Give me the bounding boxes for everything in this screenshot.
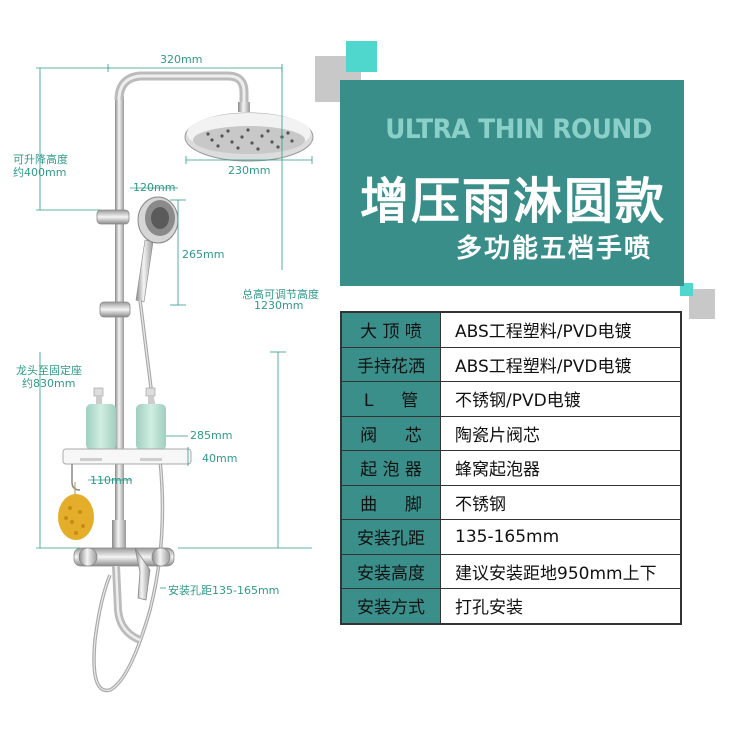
corner-square-cyan-top [346,41,377,72]
total-height-label: 总高可调节高度 [242,288,319,301]
spec-row: 安装方式打孔安装 [340,588,682,624]
install-distance-dimension: 安装孔距135-165mm [168,584,280,597]
head-arm-dimension: 320mm [160,53,203,66]
upper-slider [96,209,130,225]
total-height-value: 1230mm [254,299,304,312]
spec-value: 建议安装距地950mm上下 [440,553,682,589]
spec-value: ABS工程塑料/PVD电镀 [440,346,682,382]
spec-value: 蜂窝起泡器 [440,450,682,486]
soap-bottle-left [86,387,116,450]
corner-square-gray-bottom [689,289,715,319]
shelf-width-dimension: 285mm [190,429,233,442]
title-banner: ULTRA THIN ROUND 增压雨淋圆款 多功能五档手喷 [340,80,684,286]
lower-slider [99,301,131,318]
corner-square-cyan-bottom [680,283,693,296]
lift-height-value: 约400mm [13,166,67,179]
spec-value: 陶瓷片阀芯 [440,415,682,451]
banner-subtitle: 多功能五档手喷 [455,234,652,264]
spec-row: 曲 脚不锈钢 [340,484,682,520]
mixer-valve [73,520,175,644]
spec-label: 安装高度 [340,553,441,589]
banner-title: 增压雨淋圆款 [360,173,667,230]
spec-value: 不锈钢 [440,484,682,520]
spec-value: 打孔安装 [440,588,682,624]
shelf-height-dimension: 40mm [202,452,238,465]
tap-to-mount-value: 约830mm [22,377,76,390]
spec-value: 135-165mm [440,519,682,555]
spec-row: 阀 芯陶瓷片阀芯 [340,415,682,451]
hand-shower-height-dimension: 265mm [182,248,225,261]
spec-label: 大 顶 喷 [340,311,441,348]
hook-width-dimension: 110mm [90,474,133,487]
spec-label: 手持花洒 [340,346,441,382]
spec-label: 阀 芯 [340,415,441,451]
spec-value: ABS工程塑料/PVD电镀 [440,311,682,348]
riser-pipe [114,71,249,566]
storage-shelf [62,448,192,491]
spec-row: 起 泡 器蜂窝起泡器 [340,450,682,486]
tap-to-mount-label: 龙头至固定座 [16,364,82,377]
bath-sponge [58,482,94,540]
spec-value: 不锈钢/PVD电镀 [440,381,682,417]
spec-label: 曲 脚 [340,484,441,520]
rain-shower-head [184,102,314,162]
hand-shower [135,196,179,303]
hand-shower-width-dimension: 120mm [133,181,176,194]
lift-height-label: 可升降高度 [13,153,68,166]
soap-bottle-right [136,387,166,450]
spec-label: 安装孔距 [340,519,441,555]
spec-label: L 管 [340,381,441,417]
head-diameter-dimension: 230mm [228,164,271,177]
banner-english-title: ULTRA THIN ROUND [385,114,652,145]
shower-set-illustration [36,64,314,693]
spec-row: 安装高度建议安装距地950mm上下 [340,553,682,589]
spec-label: 安装方式 [340,588,441,624]
spec-row: L 管不锈钢/PVD电镀 [340,381,682,417]
dimension-lines [36,64,313,589]
spec-label: 起 泡 器 [340,450,441,486]
